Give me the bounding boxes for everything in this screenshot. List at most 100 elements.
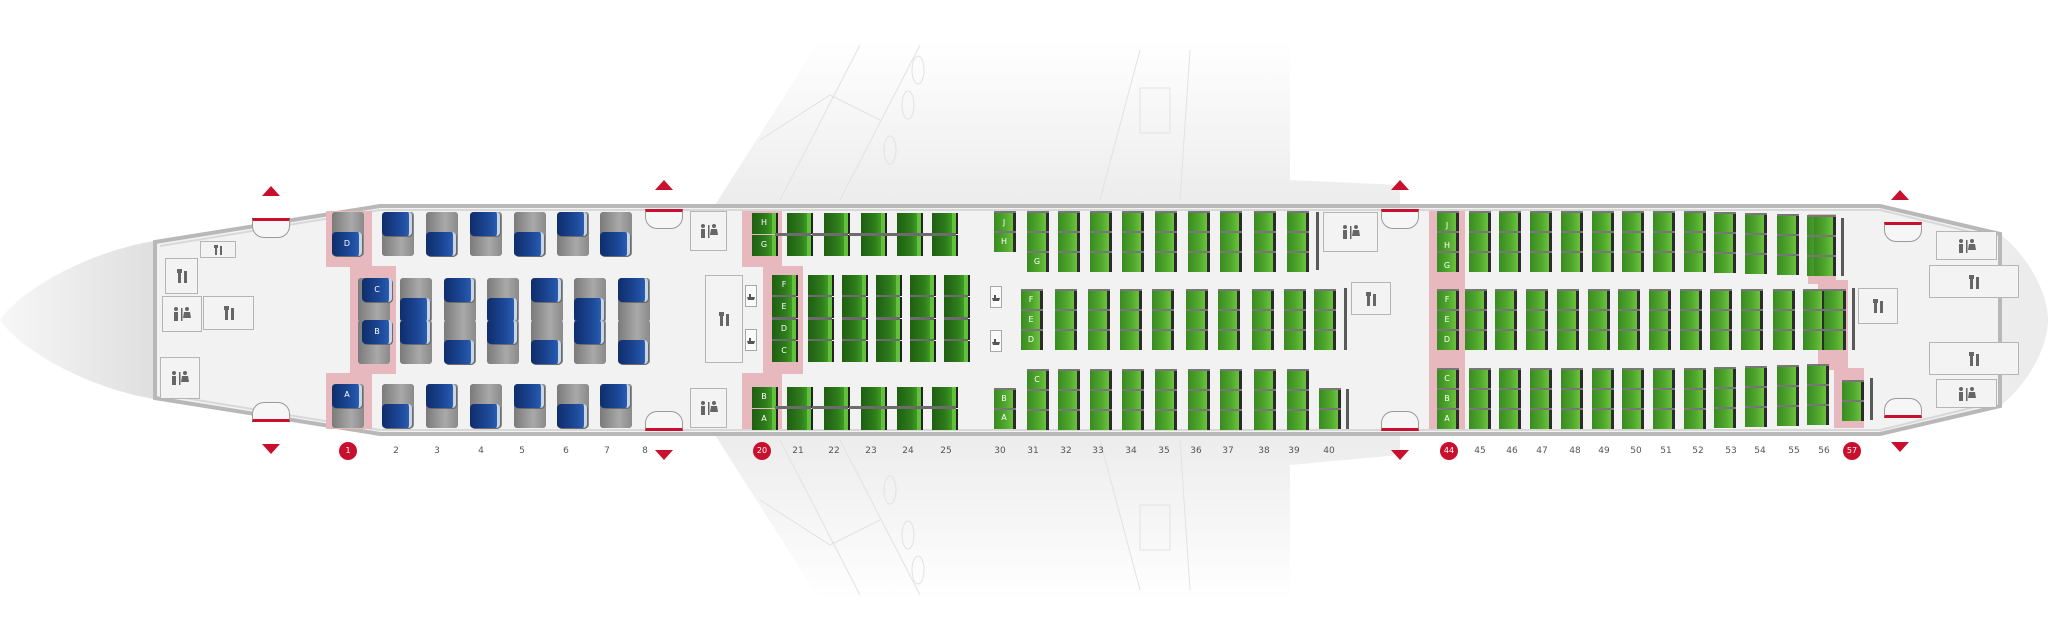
economy-seat[interactable] (1842, 402, 1864, 421)
premium-seat[interactable] (876, 275, 900, 296)
economy-seat[interactable] (1773, 331, 1795, 350)
economy-seat[interactable] (1252, 311, 1274, 330)
economy-seat[interactable] (1773, 311, 1795, 330)
economy-seat[interactable] (1530, 370, 1552, 389)
premium-seat[interactable] (752, 235, 776, 256)
economy-seat[interactable] (1741, 291, 1763, 310)
economy-seat[interactable] (1561, 370, 1583, 389)
premium-seat[interactable] (897, 213, 921, 234)
business-seat[interactable] (332, 384, 362, 408)
economy-seat[interactable] (1437, 213, 1459, 232)
economy-seat[interactable] (1188, 391, 1210, 410)
economy-seat[interactable] (1557, 311, 1579, 330)
economy-seat[interactable] (1437, 390, 1459, 409)
economy-seat[interactable] (994, 410, 1016, 429)
premium-seat[interactable] (824, 213, 848, 234)
economy-seat[interactable] (1055, 311, 1077, 330)
economy-seat[interactable] (1469, 213, 1491, 232)
business-seat[interactable] (487, 298, 517, 322)
business-seat[interactable] (600, 232, 630, 256)
premium-seat[interactable] (876, 319, 900, 340)
economy-seat[interactable] (1314, 311, 1336, 330)
premium-seat[interactable] (910, 297, 934, 318)
economy-seat[interactable] (1618, 331, 1640, 350)
business-seat[interactable] (426, 232, 456, 256)
economy-seat[interactable] (1122, 213, 1144, 232)
economy-seat[interactable] (1319, 390, 1341, 409)
economy-seat[interactable] (1469, 370, 1491, 389)
economy-seat[interactable] (1622, 370, 1644, 389)
economy-seat[interactable] (1561, 253, 1583, 272)
economy-seat[interactable] (1684, 370, 1706, 389)
premium-seat[interactable] (897, 409, 921, 430)
premium-seat[interactable] (897, 235, 921, 256)
economy-seat[interactable] (1499, 213, 1521, 232)
economy-seat[interactable] (1592, 253, 1614, 272)
premium-seat[interactable] (944, 319, 968, 340)
economy-seat[interactable] (1120, 331, 1142, 350)
business-seat[interactable] (400, 320, 430, 344)
business-seat[interactable] (470, 212, 500, 236)
economy-seat[interactable] (1088, 291, 1110, 310)
premium-seat[interactable] (861, 387, 885, 408)
business-seat[interactable] (574, 320, 604, 344)
economy-seat[interactable] (1530, 213, 1552, 232)
premium-seat[interactable] (932, 235, 956, 256)
economy-seat[interactable] (1058, 391, 1080, 410)
economy-seat[interactable] (1437, 370, 1459, 389)
premium-seat[interactable] (876, 341, 900, 362)
economy-seat[interactable] (1618, 311, 1640, 330)
premium-seat[interactable] (897, 387, 921, 408)
premium-seat[interactable] (861, 235, 885, 256)
economy-seat[interactable] (1714, 409, 1736, 428)
economy-seat[interactable] (1220, 411, 1242, 430)
economy-seat[interactable] (1561, 213, 1583, 232)
premium-seat[interactable] (808, 297, 832, 318)
economy-seat[interactable] (1777, 216, 1799, 235)
economy-seat[interactable] (1745, 368, 1767, 387)
economy-seat[interactable] (1714, 214, 1736, 233)
economy-seat[interactable] (1027, 391, 1049, 410)
premium-seat[interactable] (932, 387, 956, 408)
economy-seat[interactable] (1058, 233, 1080, 252)
economy-seat[interactable] (1561, 410, 1583, 429)
premium-seat[interactable] (787, 213, 811, 234)
economy-seat[interactable] (1437, 311, 1459, 330)
economy-seat[interactable] (1220, 391, 1242, 410)
business-seat[interactable] (487, 320, 517, 344)
economy-seat[interactable] (1618, 291, 1640, 310)
premium-seat[interactable] (752, 409, 776, 430)
premium-seat[interactable] (808, 275, 832, 296)
economy-seat[interactable] (1254, 213, 1276, 232)
economy-seat[interactable] (1088, 311, 1110, 330)
business-seat[interactable] (362, 320, 392, 344)
economy-seat[interactable] (1284, 311, 1306, 330)
economy-seat[interactable] (994, 233, 1016, 252)
economy-seat[interactable] (1465, 291, 1487, 310)
premium-seat[interactable] (824, 387, 848, 408)
economy-seat[interactable] (1710, 311, 1732, 330)
premium-seat[interactable] (772, 319, 796, 340)
premium-seat[interactable] (842, 275, 866, 296)
economy-seat[interactable] (1314, 291, 1336, 310)
economy-seat[interactable] (1807, 406, 1829, 425)
premium-seat[interactable] (932, 409, 956, 430)
premium-seat[interactable] (808, 341, 832, 362)
economy-seat[interactable] (1186, 291, 1208, 310)
economy-seat[interactable] (1649, 311, 1671, 330)
economy-seat[interactable] (1120, 311, 1142, 330)
economy-seat[interactable] (1122, 391, 1144, 410)
premium-seat[interactable] (944, 297, 968, 318)
economy-seat[interactable] (1252, 331, 1274, 350)
economy-seat[interactable] (1188, 213, 1210, 232)
economy-seat[interactable] (1090, 371, 1112, 390)
economy-seat[interactable] (1649, 291, 1671, 310)
economy-seat[interactable] (1807, 366, 1829, 385)
economy-seat[interactable] (1777, 407, 1799, 426)
premium-seat[interactable] (944, 341, 968, 362)
economy-seat[interactable] (1499, 253, 1521, 272)
economy-seat[interactable] (1526, 291, 1548, 310)
business-seat[interactable] (600, 384, 630, 408)
economy-seat[interactable] (1027, 411, 1049, 430)
economy-seat[interactable] (1653, 213, 1675, 232)
